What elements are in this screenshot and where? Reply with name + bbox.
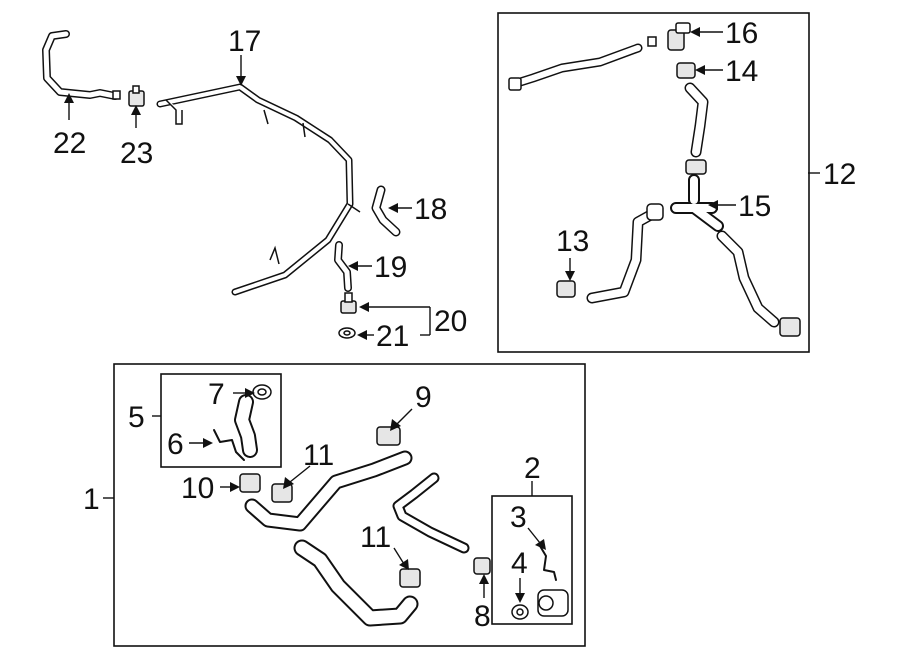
callout-labels: 17 22 23 18 19 20 21 16 14 12 15 13 7 5 … bbox=[53, 17, 856, 633]
part-23-clamp[interactable] bbox=[128, 85, 145, 107]
callout-3: 3 bbox=[510, 501, 527, 534]
part-12-hose-left[interactable] bbox=[586, 203, 664, 304]
part-9-clamp[interactable] bbox=[376, 426, 401, 446]
callout-11-lower: 11 bbox=[360, 521, 391, 554]
part-19-hose[interactable] bbox=[334, 241, 352, 292]
callout-9: 9 bbox=[415, 381, 432, 414]
group-1-frame bbox=[113, 363, 586, 647]
part-13-clamp[interactable] bbox=[556, 280, 576, 298]
part-6-clip[interactable] bbox=[213, 429, 245, 461]
part-17-pipe[interactable] bbox=[156, 83, 361, 296]
callout-8: 8 bbox=[474, 600, 491, 633]
part-11-clamp-lower[interactable] bbox=[399, 568, 421, 588]
part-14-clamp[interactable] bbox=[676, 62, 696, 79]
part-1-hose-middle[interactable] bbox=[392, 472, 470, 554]
group-12-frame bbox=[497, 12, 810, 353]
part-12-hose-right[interactable] bbox=[716, 230, 801, 337]
part-1-hose-lower[interactable] bbox=[293, 539, 419, 627]
callout-22: 22 bbox=[53, 127, 86, 160]
callout-10: 10 bbox=[181, 472, 214, 505]
part-5-outlet[interactable] bbox=[234, 394, 258, 458]
part-3-clip[interactable] bbox=[539, 545, 557, 581]
callout-19: 19 bbox=[374, 251, 407, 284]
callout-2: 2 bbox=[524, 452, 541, 485]
part-20-fitting[interactable] bbox=[340, 292, 357, 314]
callout-6: 6 bbox=[167, 428, 184, 461]
callout-7: 7 bbox=[208, 378, 225, 411]
group-5-frame bbox=[160, 373, 282, 468]
callout-23: 23 bbox=[120, 137, 153, 170]
part-2-outlet[interactable] bbox=[537, 589, 569, 617]
part-12-hose-middle[interactable] bbox=[684, 82, 709, 175]
callout-12: 12 bbox=[823, 158, 856, 191]
part-8-clamp[interactable] bbox=[473, 557, 491, 575]
callout-4: 4 bbox=[511, 547, 528, 580]
callout-11-upper: 11 bbox=[303, 439, 334, 472]
part-16-connector[interactable] bbox=[647, 22, 691, 51]
part-4-seal[interactable] bbox=[511, 604, 529, 620]
part-7-seal[interactable] bbox=[252, 384, 272, 400]
part-12-hose-upper[interactable] bbox=[508, 43, 643, 91]
part-18-hose[interactable] bbox=[371, 185, 401, 237]
callout-5: 5 bbox=[128, 401, 145, 434]
callout-16: 16 bbox=[725, 17, 758, 50]
part-22-hose[interactable] bbox=[42, 30, 121, 100]
callout-1: 1 bbox=[83, 483, 100, 516]
callout-20: 20 bbox=[434, 305, 467, 338]
callout-14: 14 bbox=[725, 55, 758, 88]
callout-21: 21 bbox=[376, 320, 409, 353]
callout-13: 13 bbox=[556, 225, 589, 258]
part-1-hose-upper[interactable] bbox=[244, 450, 413, 532]
part-10-clamp[interactable] bbox=[239, 473, 261, 493]
callout-15: 15 bbox=[738, 190, 771, 223]
part-11-clamp-upper[interactable] bbox=[271, 483, 293, 503]
leader-lines bbox=[64, 27, 820, 603]
part-15-tee-connector[interactable] bbox=[670, 174, 724, 232]
callout-17: 17 bbox=[228, 25, 261, 58]
part-21-seal[interactable] bbox=[338, 327, 356, 339]
callout-18: 18 bbox=[414, 193, 447, 226]
